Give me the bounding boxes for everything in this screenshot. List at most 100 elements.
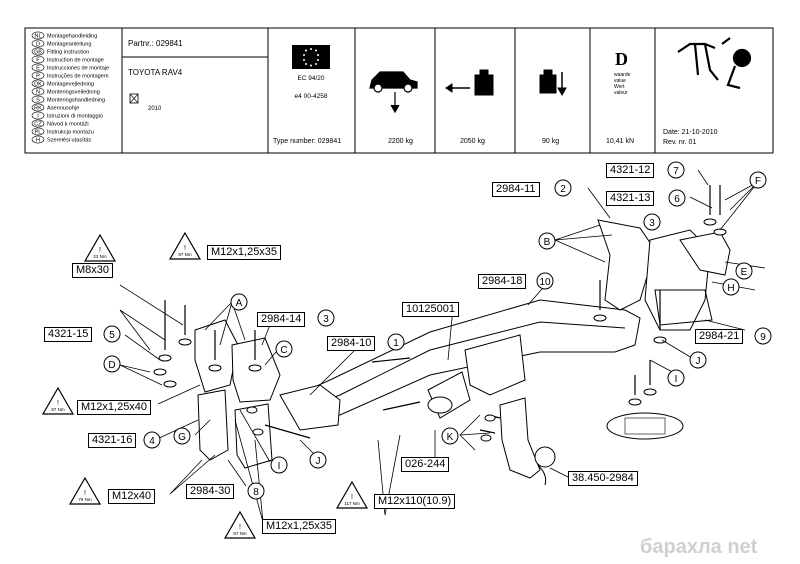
lang-row: P Instruções de montagem xyxy=(31,71,109,80)
lang-text: Instrucciones de montaje xyxy=(47,66,109,72)
model-year: 2010 xyxy=(148,106,162,112)
lang-row: E Instrucciones de montaje xyxy=(31,63,109,72)
lang-code: PL xyxy=(35,130,42,136)
lang-row: I Istruzioni di montaggio xyxy=(31,111,103,120)
torque-warning-icon: ! xyxy=(83,233,117,262)
lang-code: E xyxy=(36,66,40,72)
item-number: 4 xyxy=(149,436,155,447)
letter-callout: B xyxy=(544,237,551,248)
lang-code: F xyxy=(36,58,40,64)
lang-text: Szerelési utasítás xyxy=(47,138,91,144)
mass-vehicle: 2200 kg xyxy=(388,138,413,145)
lang-code: P xyxy=(36,74,40,80)
lang-text: Instruções de montagem xyxy=(47,74,109,80)
torque-warning-icon: ! xyxy=(223,510,257,539)
vertical-load: 90 kg xyxy=(542,138,559,145)
vertical-load-icon xyxy=(539,69,567,97)
part-label: 4321-12 xyxy=(606,163,655,178)
lang-code: RK xyxy=(34,106,42,112)
letter-callout: F xyxy=(755,176,761,187)
lang-text: Montagevejledning xyxy=(47,82,94,88)
lang-code: DK xyxy=(34,82,42,88)
letter-callout: J xyxy=(316,456,321,467)
part-label: 4321-16 xyxy=(88,433,137,448)
car-mass-icon xyxy=(369,71,418,114)
lang-code: CZ xyxy=(34,122,42,128)
type-number: Type number: 029841 xyxy=(273,138,341,145)
d-word: Wert xyxy=(614,84,625,90)
bolt-label: M12x110(10.9) xyxy=(374,494,456,509)
letter-callout: J xyxy=(696,356,701,367)
torque-value: 79 Nm xyxy=(78,497,92,502)
lang-code: I xyxy=(37,114,39,120)
lang-code: S xyxy=(36,98,40,104)
eu-flag-icon xyxy=(292,45,330,69)
part-label: 4321-15 xyxy=(44,327,93,342)
part-number: Partnr.: 029841 xyxy=(128,39,183,48)
item-number: 9 xyxy=(760,332,766,343)
lang-row: PL Instrukcja montażu xyxy=(31,127,94,136)
lang-row: DK Montagevejledning xyxy=(31,79,94,88)
letter-callout: E xyxy=(741,267,748,278)
lang-row: S Monteringshandledning xyxy=(31,95,105,104)
lang-text: Instruction de montage xyxy=(47,58,104,64)
torque-warning-icon: ! xyxy=(68,476,102,505)
watermark: барахла net xyxy=(640,536,758,558)
item-number: 5 xyxy=(109,330,115,341)
torque-warning-icon: ! xyxy=(41,386,75,415)
lang-text: Monteringshandledning xyxy=(47,98,105,104)
item-number: 7 xyxy=(673,166,679,177)
lang-text: Fitting instruction xyxy=(47,50,89,56)
lang-row: RK Asennusohje xyxy=(31,103,79,112)
header-table xyxy=(24,27,774,154)
lang-text: Istruzioni di montaggio xyxy=(47,114,103,120)
part-label: 2984-11 xyxy=(492,182,540,197)
torque-value: 87 Nm xyxy=(51,407,65,412)
towbar-logo-icon xyxy=(677,37,752,90)
letter-callout: K xyxy=(447,432,454,443)
part-label: 2984-18 xyxy=(478,274,527,289)
item-number: 8 xyxy=(253,487,259,498)
torque-value: 23 Nm xyxy=(93,254,107,259)
lang-code: N xyxy=(36,90,40,96)
letter-callout: A xyxy=(236,298,243,309)
bolt-label: M12x1,25x40 xyxy=(77,400,152,415)
torque-value: 87 Nm xyxy=(233,531,247,536)
bolt-label: M8x30 xyxy=(72,263,114,278)
rev-text: Rev. nr. 01 xyxy=(663,139,696,146)
item-number: 2 xyxy=(560,184,566,195)
calendar-icon xyxy=(129,93,139,104)
part-label: 2984-10 xyxy=(327,336,376,351)
torque-warning-icon: ! xyxy=(335,480,369,509)
approval-line2: e4 00-4258 xyxy=(295,93,328,100)
letter-callout: I xyxy=(675,374,678,385)
bolt-label: M12x40 xyxy=(108,489,156,504)
approval-line1: EC 94/20 xyxy=(297,75,324,82)
d-word: waarde xyxy=(614,72,631,78)
letter-callout: G xyxy=(178,432,186,443)
part-label: 2984-30 xyxy=(186,484,235,499)
lang-text: Instrukcja montażu xyxy=(47,130,94,136)
letter-callout: I xyxy=(278,461,281,472)
letter-callout: D xyxy=(108,360,115,371)
part-label: 4321-13 xyxy=(606,191,655,206)
d-value: 10,41 kN xyxy=(606,138,634,145)
exploded-view-drawing xyxy=(119,169,766,523)
lang-text: Návod k montáži xyxy=(47,122,89,128)
lang-row: CZ Návod k montáži xyxy=(31,119,89,128)
lang-text: Asennusohje xyxy=(47,106,79,112)
trailer-mass-icon xyxy=(445,69,494,96)
torque-value: 117 Nm xyxy=(344,501,360,506)
svg-text:!: ! xyxy=(239,524,241,531)
letter-callout: H xyxy=(727,283,734,294)
lang-row: F Instruction de montage xyxy=(31,55,104,64)
d-word: value xyxy=(614,78,626,84)
date-text: Date: 21-10-2010 xyxy=(663,129,718,136)
letter-callout: C xyxy=(280,345,287,356)
svg-text:!: ! xyxy=(84,490,86,497)
